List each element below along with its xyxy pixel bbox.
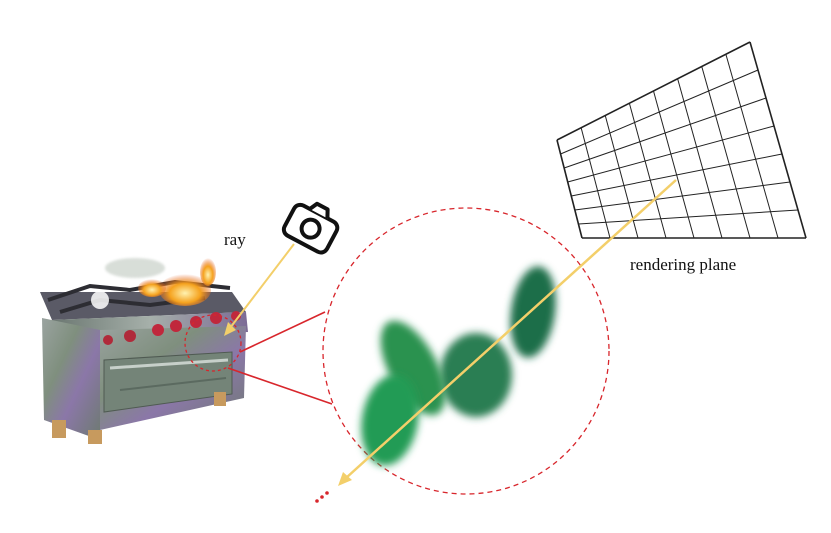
continuation-dots: [315, 491, 329, 503]
gaussian-blobs: [361, 266, 556, 466]
gaussian-blob: [440, 333, 512, 417]
zoom-connector-lines: [227, 311, 333, 405]
stove-illustration: [40, 258, 248, 444]
gaussian-blob: [361, 374, 419, 466]
gaussian-blob: [380, 320, 446, 416]
zoom-source-circle: [184, 314, 242, 372]
gaussian-blob: [510, 266, 556, 358]
ray-label: ray: [224, 230, 246, 249]
zoom-circle: [322, 207, 610, 495]
camera-icon: [281, 201, 340, 255]
rendering-plane-grid: [556, 41, 807, 239]
rendering-plane-label: rendering plane: [630, 255, 737, 274]
ray-through-gaussians: [338, 179, 677, 486]
ray-camera-to-stove: [224, 243, 295, 336]
